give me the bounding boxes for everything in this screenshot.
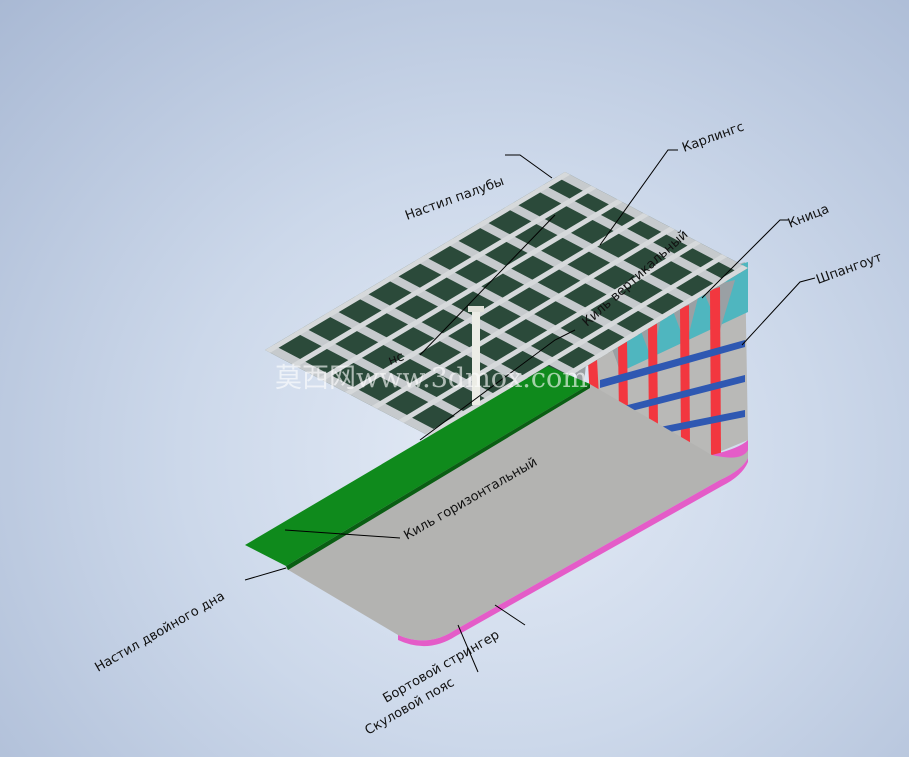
deck-beam bbox=[556, 172, 748, 273]
deck-longitudinal bbox=[345, 213, 649, 395]
label-frame: Шпангоут bbox=[814, 250, 884, 288]
label-deck-girder: Карлингс bbox=[680, 120, 746, 156]
deck-beam bbox=[265, 345, 461, 448]
pillar-cap bbox=[468, 306, 484, 312]
hull-bottom-shell bbox=[285, 383, 748, 641]
deck-beam bbox=[385, 273, 579, 376]
leader-lines bbox=[244, 149, 816, 673]
deck-beam bbox=[325, 309, 520, 412]
deck-longitudinal bbox=[291, 185, 597, 367]
deck-beam bbox=[535, 184, 727, 286]
deck-longitudinal bbox=[265, 172, 571, 353]
deck-beam bbox=[295, 327, 490, 430]
deck-longitudinal bbox=[371, 226, 675, 409]
deck-beam bbox=[445, 238, 638, 340]
watermark: 莫西网www.3dmox.com bbox=[275, 363, 588, 394]
label-partial-hidden: нс bbox=[386, 349, 406, 368]
deck-beam-grid bbox=[265, 172, 748, 448]
label-bracket: Кница bbox=[786, 202, 831, 232]
label-double-bottom-plating: Настил двойного дна bbox=[93, 589, 228, 676]
deck-longitudinal bbox=[425, 254, 727, 437]
deck-longitudinal bbox=[318, 199, 623, 381]
horizontal-keel-plate bbox=[245, 366, 590, 566]
deck-beam bbox=[355, 291, 550, 394]
deck-beam bbox=[505, 202, 698, 304]
horizontal-keel-edge bbox=[286, 384, 590, 570]
pillar bbox=[472, 310, 480, 405]
deck-beam bbox=[475, 220, 668, 322]
deck-beam bbox=[415, 256, 609, 358]
